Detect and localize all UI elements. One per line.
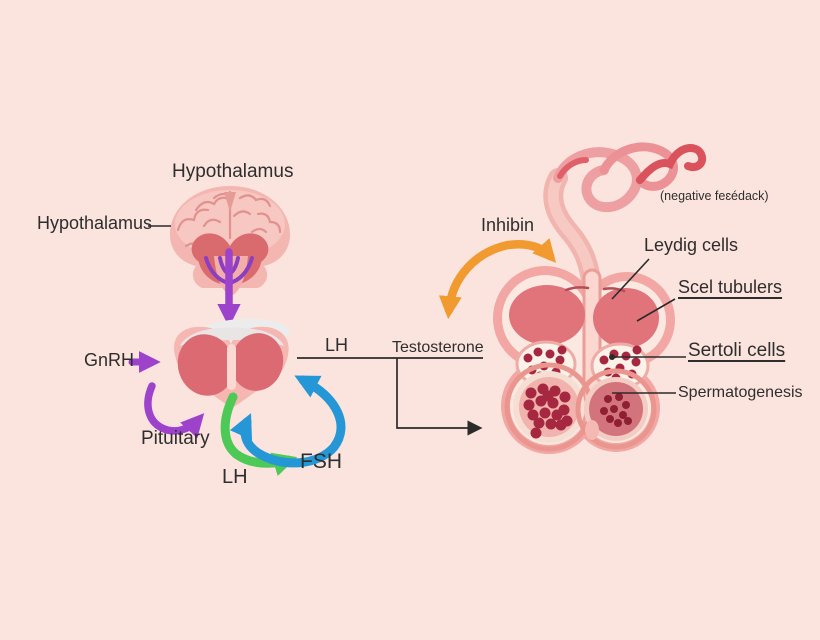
- hypothalamus-title-label: Hypothalamus: [172, 161, 294, 182]
- label-pointer-lines: [148, 225, 686, 394]
- lh-bottom-label: LH: [222, 466, 248, 488]
- testosterone-pathway-lines: [297, 357, 483, 436]
- gnrh-label: GnRH: [84, 350, 135, 370]
- seminiferous-tubules-label: Scel tubulers: [678, 277, 783, 297]
- sertoli-cells-label: Sertoli cells: [688, 340, 786, 361]
- epididymis-tube-illustration: [543, 142, 707, 300]
- testis-cross-section-illustration: [493, 266, 675, 454]
- spermatogenesis-circle-left: [504, 362, 594, 452]
- testosterone-label: Testosterone: [392, 339, 484, 356]
- sertoli-pointer-dot: [609, 354, 615, 360]
- negative-feedback-label: (negative feɛédack): [660, 189, 769, 203]
- fsh-loop-arrow: [229, 375, 346, 468]
- pituitary-label: Pituitary: [141, 428, 210, 449]
- pituitary-loop-arrow: [144, 382, 205, 439]
- spermatogenesis-circle-right: [575, 368, 657, 450]
- lh-top-label: LH: [325, 335, 349, 355]
- leydig-cells-label: Leydig cells: [644, 235, 739, 255]
- hypothalamus-side-label: Hypothalamus: [37, 213, 153, 233]
- inhibin-label: Inhibin: [481, 215, 535, 235]
- fsh-label: FSH: [300, 450, 342, 473]
- spermatogenesis-label: Spermatogenesis: [678, 384, 803, 401]
- hypothalamus-brain-illustration: [169, 186, 291, 296]
- inhibin-feedback-arrow: [438, 238, 557, 320]
